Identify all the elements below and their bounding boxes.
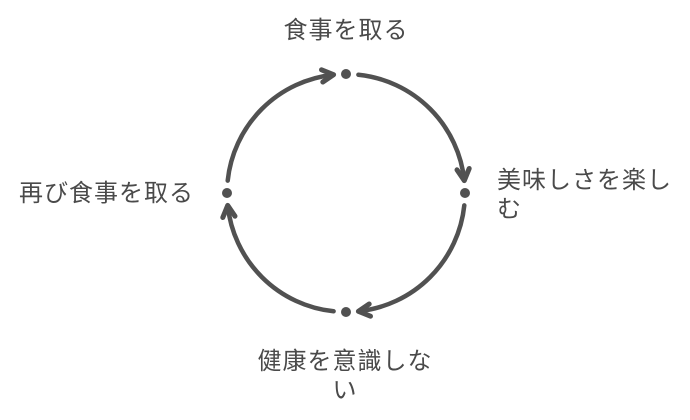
arrowhead-into-left-icon (220, 202, 238, 220)
arc-left-to-top (225, 72, 336, 183)
node-label-right: 美味しさを楽しむ (497, 166, 672, 223)
arc-right-to-bottom (356, 203, 467, 314)
node-label-top: 食事を取る (283, 16, 409, 44)
node-dot-left (222, 188, 232, 198)
node-dot-bottom (341, 307, 351, 317)
arc-top-to-right (356, 72, 467, 183)
arrowhead-into-right-icon (454, 166, 472, 184)
arrowhead-into-bottom-icon (355, 301, 373, 319)
node-dot-right (460, 188, 470, 198)
node-label-bottom: 健康を意識しない (257, 347, 433, 404)
arc-bottom-to-left (225, 203, 336, 314)
node-dot-top (341, 69, 351, 79)
arrowhead-into-top-icon (319, 67, 337, 85)
node-label-left: 再び食事を取る (19, 179, 194, 207)
